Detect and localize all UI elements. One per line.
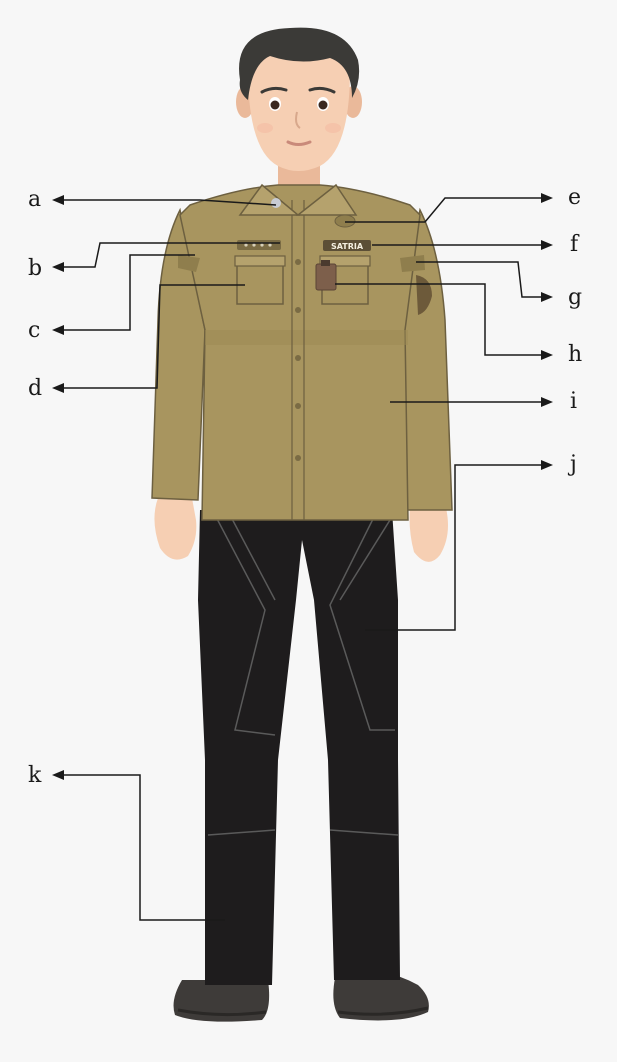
chest-emblem [335, 215, 355, 227]
callout-label-e: e [568, 187, 581, 209]
callout-label-k: k [28, 765, 41, 787]
trousers [198, 510, 400, 985]
callout-label-c: c [28, 320, 40, 342]
callout-label-d: d [28, 378, 42, 400]
callout-label-h: h [568, 344, 582, 366]
callout-label-j: j [570, 454, 577, 476]
callout-label-i: i [570, 391, 577, 413]
callout-label-a: a [28, 189, 41, 211]
callout-label-b: b [28, 258, 42, 280]
callout-label-f: f [570, 234, 578, 256]
callout-label-g: g [568, 287, 582, 309]
name-bar-left [237, 240, 281, 250]
collar-insignia [271, 198, 281, 208]
name-tag-text: SATRIA [331, 242, 364, 251]
shirt [152, 185, 452, 520]
id-badge [316, 264, 336, 290]
head [236, 28, 362, 171]
callout-line-k [60, 775, 225, 920]
